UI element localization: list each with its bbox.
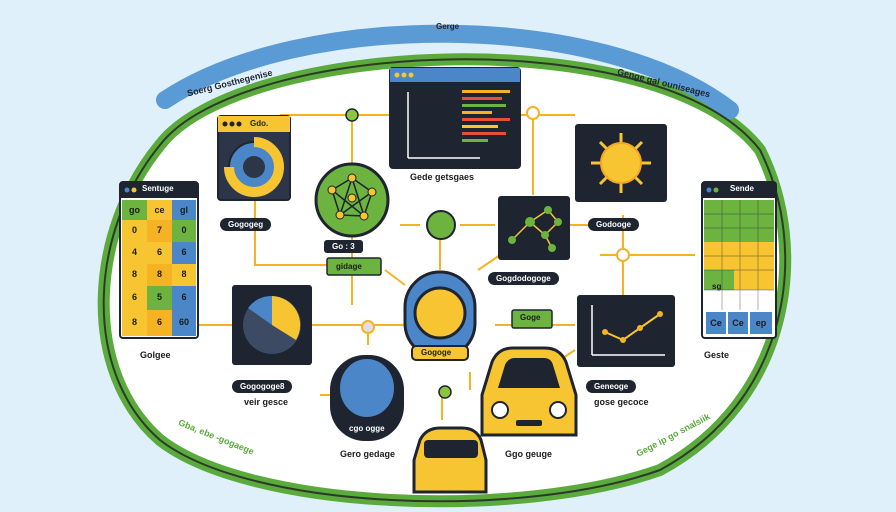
gauge-window-header: Gdo. xyxy=(250,119,269,128)
sun-caption: Godooge xyxy=(588,218,640,231)
left-sheet-cell: 5 xyxy=(156,292,162,302)
left-sheet-caption: Golgee xyxy=(140,350,171,360)
left-sheet-cell: 6 xyxy=(156,317,162,327)
hub-badge: gidage xyxy=(336,262,362,271)
sun-icon xyxy=(575,124,667,202)
network-caption: Gede getsgaes xyxy=(410,172,475,182)
pie-chart-icon xyxy=(232,285,312,365)
left-spreadsheet xyxy=(119,181,199,339)
left-sheet-cell: 7 xyxy=(156,225,162,235)
bar-chart-icon xyxy=(407,90,510,159)
hub-box xyxy=(326,257,382,276)
pie-caption: Gogogoge8 xyxy=(232,380,293,393)
line-chart-caption: Geneoge xyxy=(586,380,637,393)
connector-nodes xyxy=(345,106,630,399)
network-icon xyxy=(314,162,390,238)
right-sheet-footer-cell: Ce xyxy=(710,318,722,328)
bottom-car-icon xyxy=(412,426,488,494)
line-chart-subcaption: gose gecoce xyxy=(594,397,649,407)
left-sheet-cell: 6 xyxy=(181,292,187,302)
car-icon xyxy=(480,346,578,437)
left-sheet-cell: 60 xyxy=(178,317,189,327)
pie-subcaption: veir gesce xyxy=(244,397,289,407)
gauge-window xyxy=(217,115,291,201)
left-sheet-cell: 6 xyxy=(181,247,187,257)
gege-badge-box xyxy=(511,309,553,329)
right-spreadsheet xyxy=(701,181,777,339)
capsule-caption: Gero gedage xyxy=(340,449,396,459)
left-sheet-col-1: go xyxy=(129,205,140,215)
right-sheet-caption: Geste xyxy=(704,350,730,360)
left-sheet-cell: 0 xyxy=(131,225,137,235)
line-chart-icon xyxy=(577,295,675,367)
left-sheet-col-3: gl xyxy=(180,205,188,215)
gauge-icon xyxy=(224,137,284,197)
robot-caption: Gogoge xyxy=(421,348,452,357)
capsule-label: cgo ogge xyxy=(349,424,385,433)
left-sheet-cell: 8 xyxy=(181,269,187,279)
left-sheet-cell: 8 xyxy=(131,269,137,279)
left-sheet-cell: 8 xyxy=(156,269,162,279)
right-sheet-header: Sende xyxy=(730,184,755,193)
left-sheet-cell: 8 xyxy=(131,317,137,327)
car-caption: Ggo geuge xyxy=(505,449,552,459)
ring-top-label: Gerge xyxy=(436,22,460,31)
gege-badge: Goge xyxy=(520,313,541,322)
right-sheet-sub: sg xyxy=(712,282,722,291)
gauge-caption: Gogogeg xyxy=(220,218,272,231)
robot-icon xyxy=(403,270,477,361)
code-window xyxy=(389,67,521,169)
left-sheet-cell: 6 xyxy=(156,247,162,257)
molecule-caption: Gogdodogoge xyxy=(488,272,559,285)
left-sheet-header: Sentuge xyxy=(142,184,174,193)
right-sheet-footer-cell: Ce xyxy=(732,318,744,328)
left-sheet-col-2: ce xyxy=(154,205,165,215)
right-sheet-footer-cell: ep xyxy=(755,318,767,328)
capsule-icon xyxy=(330,355,404,441)
hub-label: Go : 3 xyxy=(324,240,363,253)
left-sheet-cell: 0 xyxy=(181,225,187,235)
left-sheet-cell: 6 xyxy=(131,292,137,302)
molecule-icon xyxy=(498,196,570,260)
left-sheet-cell: 4 xyxy=(131,247,137,257)
